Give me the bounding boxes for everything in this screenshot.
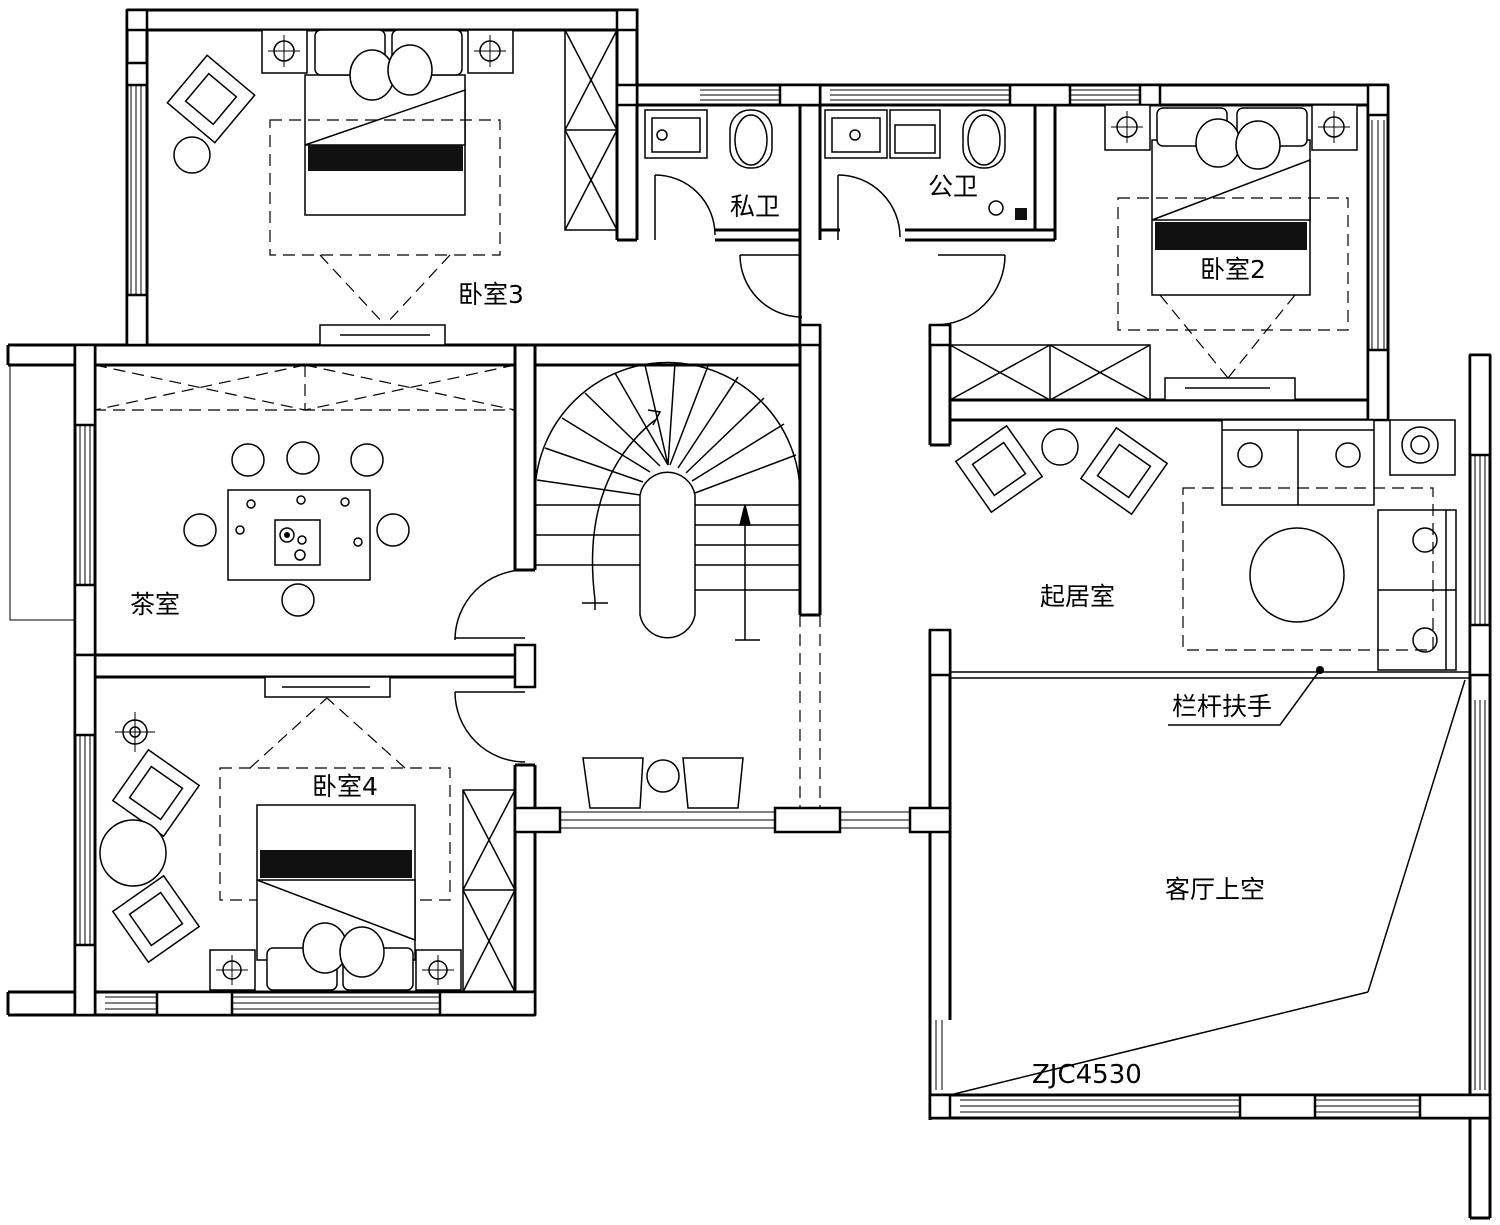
room-labels: 卧室3 卧室2 卧室4 私卫 公卫 茶室 起居室 栏杆扶手 客厅上空 ZJC45… [130, 172, 1272, 1090]
label-private-bath: 私卫 [730, 192, 780, 221]
label-void: 客厅上空 [1165, 875, 1265, 904]
label-bedroom2: 卧室2 [1200, 255, 1266, 284]
tea-room-furniture [183, 441, 410, 617]
living-room-furniture [954, 419, 1457, 671]
columns [73, 8, 1492, 1120]
railing [950, 666, 1470, 726]
label-bedroom3: 卧室3 [458, 280, 524, 309]
windows [9, 85, 1486, 1113]
bedroom3-furniture [166, 29, 514, 346]
label-bedroom4: 卧室4 [312, 772, 378, 801]
tea-room-cabinet [94, 364, 516, 411]
corridor-opening [799, 615, 821, 808]
label-railing: 栏杆扶手 [1172, 692, 1272, 721]
label-tea-room: 茶室 [130, 590, 180, 619]
bedroom4-furniture [99, 676, 462, 991]
bath-fixtures [644, 109, 1027, 220]
doors [454, 174, 1006, 763]
corridor-seating [582, 757, 744, 809]
label-living-room: 起居室 [1040, 582, 1115, 611]
drawing-code: ZJC4530 [1032, 1060, 1142, 1090]
void-diagonal [949, 679, 1466, 1096]
label-public-bath: 公卫 [928, 172, 978, 201]
staircase [534, 361, 801, 641]
wardrobes [462, 29, 1151, 993]
bedroom2-furniture [1104, 104, 1358, 401]
